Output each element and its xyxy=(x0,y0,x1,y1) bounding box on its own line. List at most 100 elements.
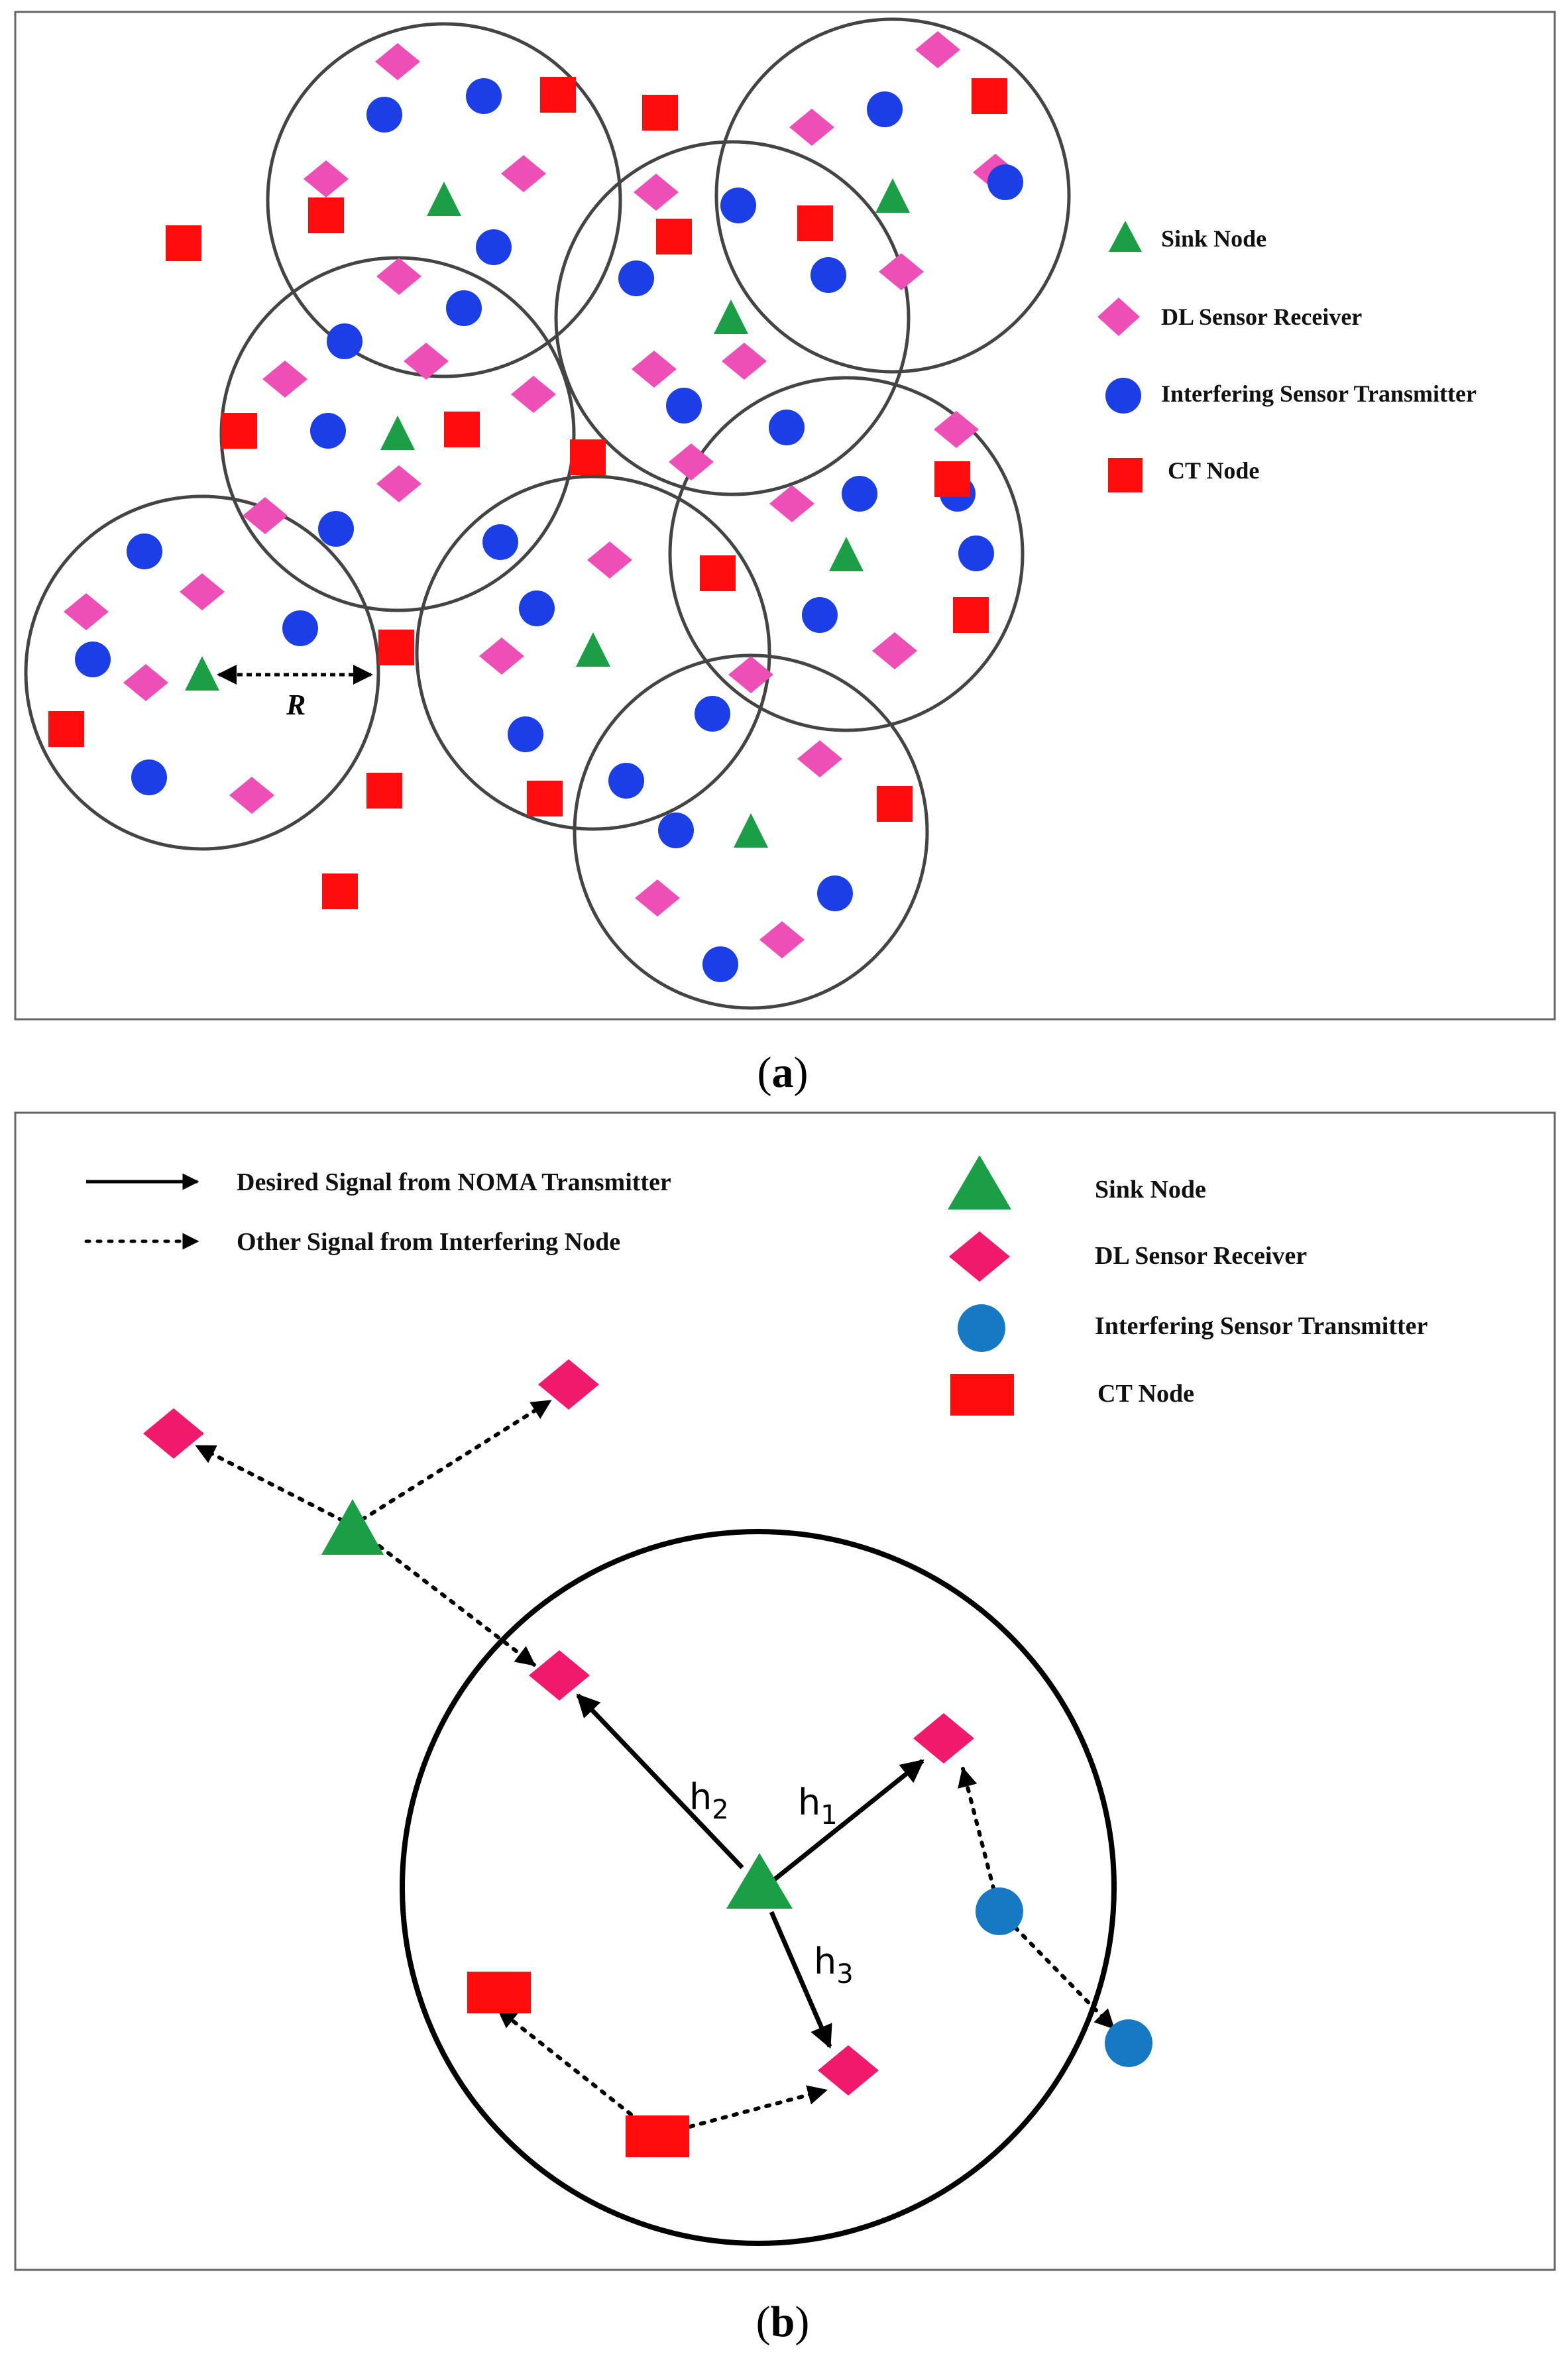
channel-label-h3: h3 xyxy=(814,1940,854,1990)
dl-receiver xyxy=(632,351,677,388)
panel-b-frame xyxy=(14,1111,1556,2271)
legend-interferer-label: Interfering Sensor Transmitter xyxy=(1161,380,1477,407)
dl-receiver xyxy=(501,155,546,192)
cell-circle xyxy=(24,494,380,851)
channel-label-h1: h1 xyxy=(798,1781,838,1830)
dl-receiver xyxy=(262,361,308,398)
interfering-transmitter xyxy=(802,597,838,633)
dl-receiver xyxy=(587,541,632,579)
dl-receiver xyxy=(64,593,109,630)
interfering-transmitter xyxy=(446,290,482,326)
dl-receiver xyxy=(180,573,225,610)
legend-sink-icon xyxy=(1109,221,1142,252)
legend-b-ct-label: CT Node xyxy=(1097,1380,1194,1408)
interfering-transmitter xyxy=(842,476,877,512)
interfering-transmitter xyxy=(958,535,994,571)
legend-b-sink-label: Sink Node xyxy=(1095,1176,1206,1204)
dl-receiver xyxy=(759,921,805,958)
dl-receiver xyxy=(375,43,420,80)
legend-ct-icon xyxy=(1108,458,1143,492)
legend-b-ct-icon xyxy=(950,1374,1014,1416)
ct-node xyxy=(221,413,257,449)
legend-b-receiver-label: DL Sensor Receiver xyxy=(1095,1242,1307,1270)
interference-link xyxy=(997,1909,1115,2030)
interference-link xyxy=(655,2085,828,2137)
ct-node xyxy=(877,786,913,822)
ct-node xyxy=(378,630,414,665)
panel-a-legend: Sink Node DL Sensor Receiver Interfering… xyxy=(1097,221,1477,492)
cell-circle xyxy=(266,22,622,378)
ct-node xyxy=(700,555,736,591)
legend-other-label: Other Signal from Interfering Node xyxy=(237,1228,620,1256)
ct-node xyxy=(626,2115,689,2157)
dl-receiver xyxy=(479,638,524,675)
legend-receiver-icon xyxy=(1097,298,1140,336)
ct-node xyxy=(540,77,576,113)
interfering-transmitter xyxy=(466,78,502,114)
dl-receiver xyxy=(769,485,814,522)
sink-node xyxy=(185,656,219,691)
ct-node xyxy=(48,711,84,747)
dl-receiver xyxy=(123,664,168,701)
cell-circle xyxy=(714,17,1071,374)
dl-receiver xyxy=(797,740,842,777)
dl-receiver xyxy=(143,1408,204,1459)
dl-receiver xyxy=(669,443,714,480)
ct-node xyxy=(444,412,480,447)
dl-receiver xyxy=(913,1713,974,1764)
sink-node xyxy=(734,813,768,848)
legend-receiver-label: DL Sensor Receiver xyxy=(1161,304,1362,330)
ct-node xyxy=(642,95,678,131)
legend-ct-label: CT Node xyxy=(1168,457,1259,484)
dl-receiver xyxy=(511,376,556,413)
ct-node xyxy=(166,225,201,261)
channel-link-h3 xyxy=(769,1911,832,2049)
dl-receiver xyxy=(243,497,288,534)
ct-node xyxy=(797,205,833,241)
interfering-transmitter xyxy=(519,590,555,626)
ct-node xyxy=(467,1972,531,2013)
ct-node xyxy=(366,773,402,809)
panel-b: Desired Signal from NOMA Transmitter Oth… xyxy=(14,1111,1556,2346)
ct-node xyxy=(308,197,344,233)
legend-b-sink-icon xyxy=(948,1155,1011,1209)
dl-receiver xyxy=(818,2045,879,2096)
interfering-transmitter xyxy=(131,759,167,795)
sink-node xyxy=(321,1499,384,1555)
interference-links xyxy=(195,1399,1115,2137)
ct-node xyxy=(934,461,970,497)
ct-node xyxy=(656,219,692,254)
interfering-transmitter xyxy=(987,164,1023,200)
dl-receiver xyxy=(376,465,421,502)
panel-b-caption: (b) xyxy=(756,2298,810,2346)
ct-node xyxy=(527,781,563,816)
interfering-transmitter xyxy=(666,388,702,423)
interfering-transmitter xyxy=(976,1887,1023,1935)
sink-node xyxy=(726,1853,793,1909)
legend-desired-label: Desired Signal from NOMA Transmitter xyxy=(237,1168,671,1196)
interfering-transmitter xyxy=(618,260,654,296)
dl-receiver xyxy=(529,1650,590,1701)
cell-circle xyxy=(668,376,1025,732)
interfering-transmitter xyxy=(476,229,512,265)
sink-node xyxy=(829,537,864,571)
interfering-transmitter xyxy=(310,413,346,449)
interfering-transmitter xyxy=(75,642,111,677)
panel-a-caption: (a) xyxy=(757,1048,809,1097)
interfering-transmitter xyxy=(811,257,846,293)
interfering-transmitter xyxy=(508,716,543,752)
interference-link xyxy=(351,1399,552,1528)
cell-circle xyxy=(554,140,911,496)
dl-receiver xyxy=(538,1359,599,1410)
coverage-circle xyxy=(400,1529,1117,2246)
ct-node xyxy=(972,78,1007,114)
sink-node xyxy=(380,416,415,450)
dl-receiver xyxy=(635,879,680,917)
sink-node xyxy=(714,300,748,334)
interference-link xyxy=(496,2007,659,2137)
cell-circle xyxy=(415,475,771,831)
interfering-transmitter xyxy=(608,763,644,799)
interference-link xyxy=(195,1444,355,1528)
radius-label: R xyxy=(286,689,306,721)
dl-receiver xyxy=(634,174,679,211)
